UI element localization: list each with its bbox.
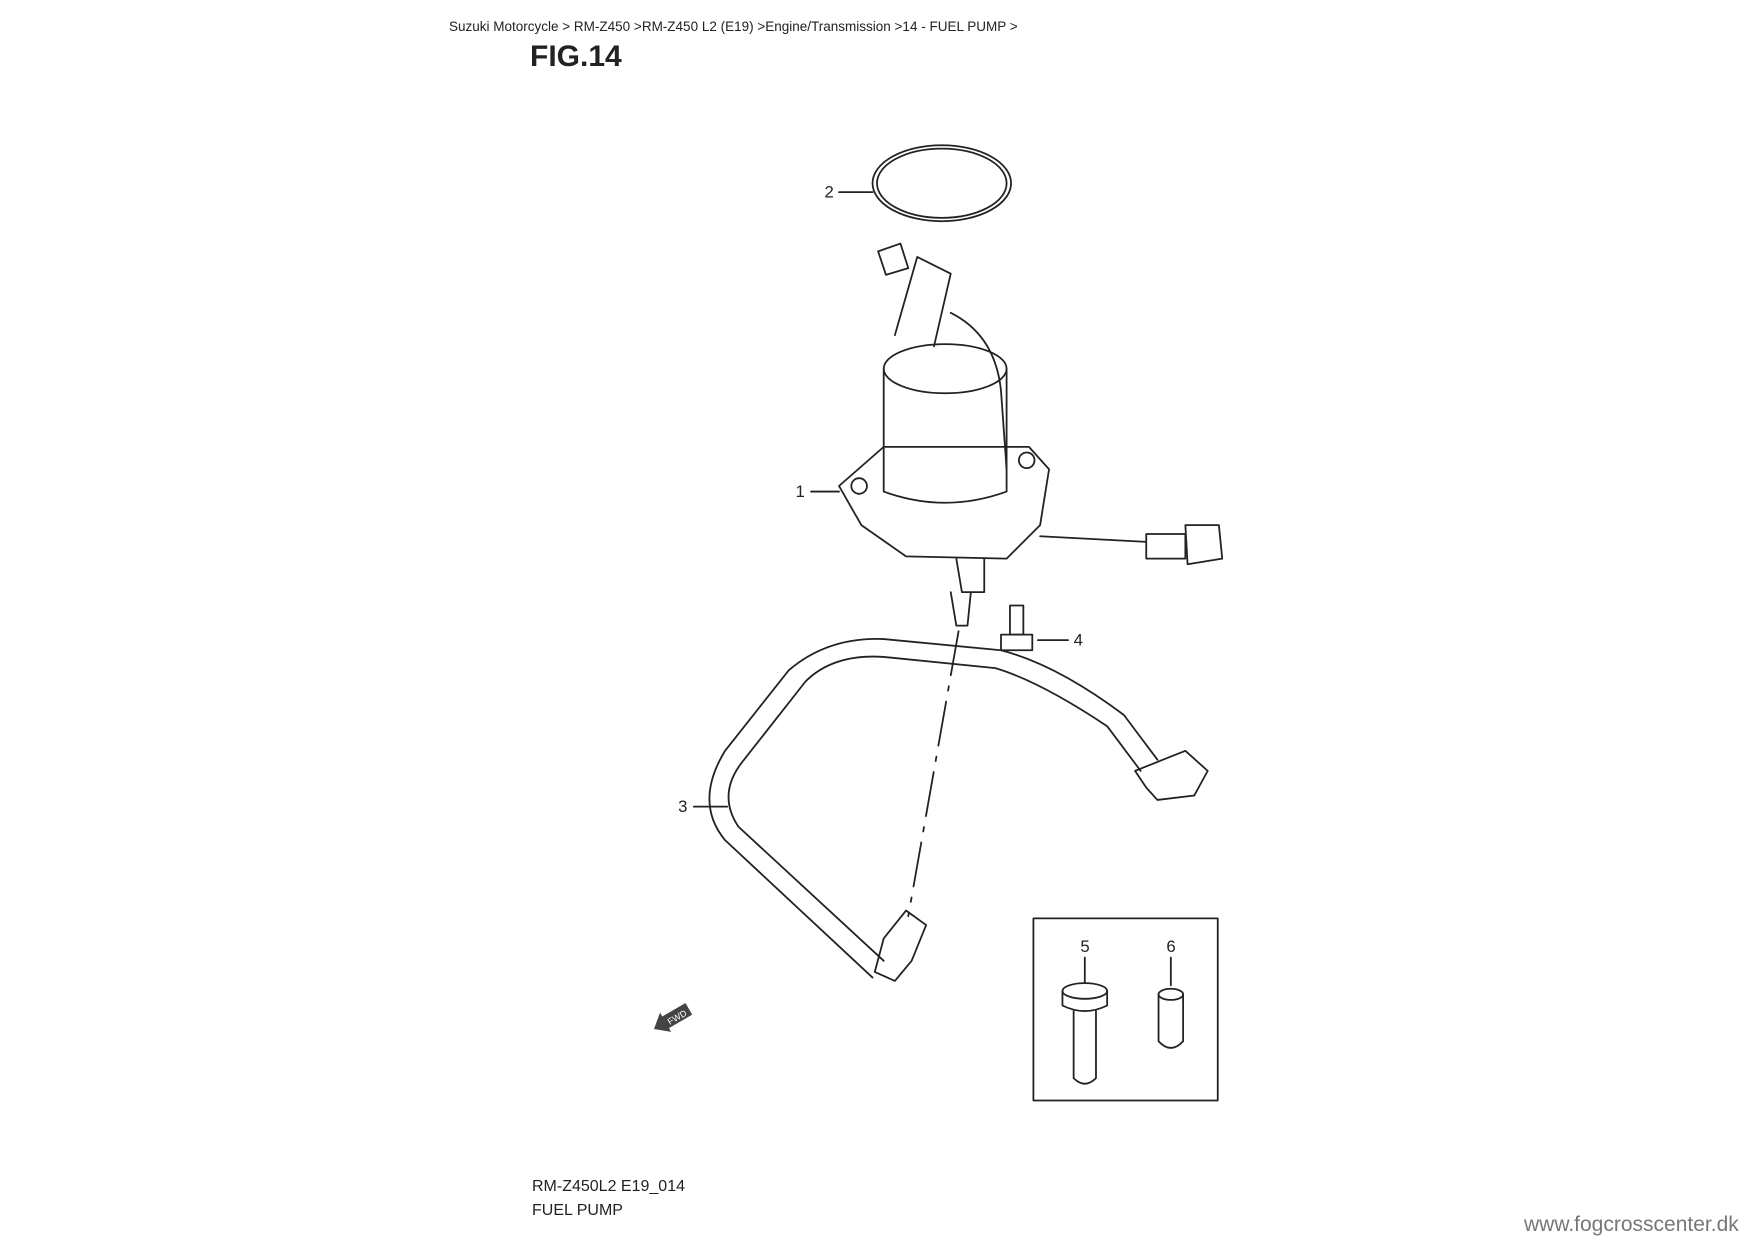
diagram-code: RM-Z450L2 E19_014: [532, 1178, 685, 1195]
breadcrumb[interactable]: Suzuki Motorcycle > RM-Z450 >RM-Z450 L2 …: [449, 19, 1018, 34]
callout-3: 3: [678, 797, 687, 816]
figure-title: FIG.14: [530, 40, 622, 73]
part-2-o-ring[interactable]: [838, 144, 1012, 223]
callout-2: 2: [824, 183, 833, 202]
watermark: www.fogcrosscenter.dk: [1524, 1213, 1739, 1236]
part-6-cap[interactable]: [1157, 956, 1185, 1049]
part-4-bolt[interactable]: [1000, 604, 1069, 652]
callout-4: 4: [1074, 631, 1083, 650]
callout-1: 1: [795, 482, 804, 501]
diagram-name: FUEL PUMP: [532, 1202, 623, 1219]
fwd-arrow-icon: FWD: [654, 1003, 693, 1032]
part-3-fuel-hose[interactable]: [692, 630, 1209, 982]
part-5-grommet[interactable]: [1061, 956, 1109, 1085]
parts-inset-box: [1032, 917, 1219, 1102]
part-1-fuel-pump[interactable]: [810, 242, 1224, 627]
callout-5: 5: [1080, 937, 1089, 956]
callout-6: 6: [1166, 937, 1175, 956]
